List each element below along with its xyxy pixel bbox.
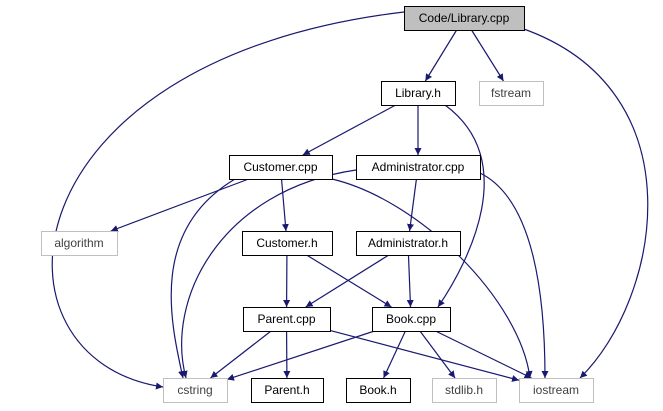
edge-customer-h-to-book-cpp <box>306 254 392 308</box>
node-label: algorithm <box>54 236 103 250</box>
edge-book-cpp-to-book-h <box>383 330 406 379</box>
node-iostream: iostream <box>519 378 594 403</box>
edge-administrator-cpp-to-cstring <box>180 169 357 379</box>
node-customer-h[interactable]: Customer.h <box>242 231 333 256</box>
node-library-h[interactable]: Library.h <box>381 81 456 106</box>
node-box <box>251 378 324 403</box>
node-label: cstring <box>177 383 212 397</box>
node-administrator-h[interactable]: Administrator.h <box>356 231 461 256</box>
node-label: Code/Library.cpp <box>419 11 510 25</box>
node-box <box>243 307 331 332</box>
edge-code-library-cpp-to-cstring <box>51 11 405 390</box>
node-label: Parent.h <box>264 383 309 397</box>
node-label: Parent.cpp <box>257 312 315 326</box>
node-label: Book.cpp <box>386 312 436 326</box>
node-box <box>346 378 411 403</box>
node-cstring: cstring <box>163 378 228 403</box>
node-label: Library.h <box>395 86 441 100</box>
edge-customer-cpp-to-cstring <box>170 178 236 379</box>
edge-library-h-to-customer-cpp <box>302 104 396 156</box>
node-fstream: fstream <box>479 81 544 106</box>
node-book-cpp[interactable]: Book.cpp <box>372 307 451 332</box>
node-label: Customer.h <box>256 236 317 250</box>
node-box <box>432 378 497 403</box>
node-box <box>372 307 451 332</box>
node-box <box>229 155 333 180</box>
node-stdlib-h: stdlib.h <box>432 378 497 403</box>
edge-parent-cpp-to-iostream <box>329 329 520 382</box>
edge-code-library-cpp-to-fstream <box>471 29 504 82</box>
node-parent-cpp[interactable]: Parent.cpp <box>243 307 331 332</box>
edge-library-h-to-book-cpp <box>437 104 485 308</box>
node-label: stdlib.h <box>445 383 483 397</box>
node-algorithm: algorithm <box>41 231 118 256</box>
node-book-h[interactable]: Book.h <box>346 378 411 403</box>
edge-parent-cpp-to-cstring <box>210 330 272 379</box>
node-label: iostream <box>533 383 579 397</box>
edge-administrator-h-to-book-cpp <box>406 254 414 308</box>
node-administrator-cpp[interactable]: Administrator.cpp <box>356 155 481 180</box>
node-box <box>404 6 525 31</box>
node-label: Administrator.h <box>368 236 448 250</box>
edge-customer-cpp-to-algorithm <box>110 178 249 232</box>
edge-administrator-cpp-to-iostream <box>479 172 549 379</box>
node-label: Administrator.cpp <box>372 160 465 174</box>
node-label: fstream <box>491 86 531 100</box>
node-label: Book.h <box>359 383 396 397</box>
edge-code-library-cpp-to-library-h <box>424 29 458 82</box>
node-box <box>381 81 456 106</box>
node-code-library-cpp[interactable]: Code/Library.cpp <box>404 6 525 31</box>
node-parent-h[interactable]: Parent.h <box>251 378 324 403</box>
node-box <box>479 81 544 106</box>
node-box <box>356 155 481 180</box>
node-box <box>519 378 594 403</box>
edge-code-library-cpp-to-iostream <box>520 27 649 379</box>
edge-administrator-h-to-parent-cpp <box>305 254 390 308</box>
edge-customer-cpp-to-customer-h <box>280 178 289 232</box>
node-box <box>356 231 461 256</box>
node-customer-cpp[interactable]: Customer.cpp <box>229 155 333 180</box>
edges-layer <box>51 11 649 390</box>
node-box <box>163 378 228 403</box>
node-box <box>41 231 118 256</box>
edge-book-cpp-to-iostream <box>435 330 532 379</box>
edge-book-cpp-to-cstring <box>226 330 375 381</box>
node-label: Customer.cpp <box>243 160 317 174</box>
edge-administrator-cpp-to-administrator-h <box>407 178 418 232</box>
edge-customer-cpp-to-iostream <box>331 178 533 379</box>
node-box <box>242 231 333 256</box>
edge-book-cpp-to-stdlib-h <box>419 330 456 379</box>
